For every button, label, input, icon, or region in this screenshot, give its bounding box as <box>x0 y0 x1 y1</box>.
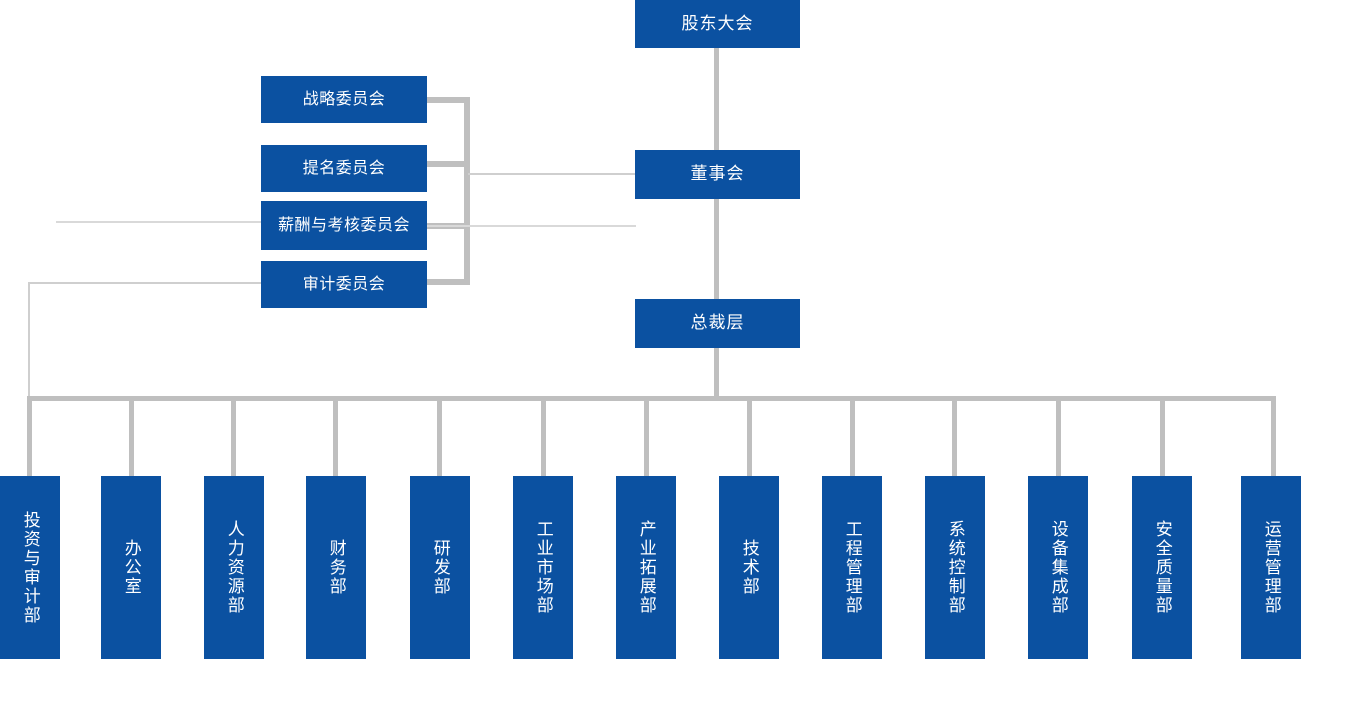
node-department-operations-management[interactable]: 运营管理部 <box>1241 476 1301 659</box>
node-committee-strategy[interactable]: 战略委员会 <box>261 76 427 123</box>
node-department-industrial-market[interactable]: 工业市场部 <box>513 476 573 659</box>
node-department-industry-expansion-label: 产业拓展部 <box>636 520 656 615</box>
connector-committee-stub-1 <box>427 97 468 103</box>
node-department-technology[interactable]: 技术部 <box>719 476 779 659</box>
connector-department-stem-2 <box>129 396 134 478</box>
node-committee-nomination-label: 提名委员会 <box>302 159 386 177</box>
node-department-investment-audit[interactable]: 投资与审计部 <box>0 476 60 659</box>
node-department-equipment-integration[interactable]: 设备集成部 <box>1028 476 1088 659</box>
connector-audit-committee-left <box>28 282 261 284</box>
node-shareholders-meeting-label: 股东大会 <box>681 13 754 33</box>
node-department-finance[interactable]: 财务部 <box>306 476 366 659</box>
connector-department-stem-13 <box>1271 396 1276 478</box>
connector-department-stem-8 <box>747 396 752 478</box>
node-department-system-control-label: 系统控制部 <box>945 520 965 615</box>
connector-department-stem-11 <box>1056 396 1061 478</box>
node-department-office-label: 办公室 <box>121 539 141 596</box>
node-committee-audit-label: 审计委员会 <box>302 275 386 293</box>
node-department-research-development-label: 研发部 <box>430 539 450 596</box>
connector-department-stem-1 <box>27 396 32 478</box>
connector-compensation-committee-left <box>56 221 261 223</box>
node-department-system-control[interactable]: 系统控制部 <box>925 476 985 659</box>
node-president-level[interactable]: 总裁层 <box>635 299 800 348</box>
node-department-industrial-market-label: 工业市场部 <box>533 520 553 615</box>
node-department-operations-management-label: 运营管理部 <box>1261 520 1281 615</box>
connector-board-to-president <box>714 199 719 299</box>
node-shareholders-meeting[interactable]: 股东大会 <box>635 0 800 48</box>
node-department-equipment-integration-label: 设备集成部 <box>1048 520 1068 615</box>
node-department-finance-label: 财务部 <box>326 539 346 596</box>
node-department-human-resources[interactable]: 人力资源部 <box>204 476 264 659</box>
node-department-industry-expansion[interactable]: 产业拓展部 <box>616 476 676 659</box>
node-department-engineering-management-label: 工程管理部 <box>842 520 862 615</box>
connector-department-stem-10 <box>952 396 957 478</box>
connector-department-stem-7 <box>644 396 649 478</box>
connector-shareholders-to-board <box>714 48 719 150</box>
node-department-engineering-management[interactable]: 工程管理部 <box>822 476 882 659</box>
connector-department-bus <box>28 396 1276 401</box>
node-committee-compensation[interactable]: 薪酬与考核委员会 <box>261 201 427 250</box>
node-department-human-resources-label: 人力资源部 <box>224 520 244 615</box>
connector-trunk-to-board <box>468 173 636 175</box>
node-committee-audit[interactable]: 审计委员会 <box>261 261 427 308</box>
node-committee-strategy-label: 战略委员会 <box>302 90 386 108</box>
node-department-technology-label: 技术部 <box>739 539 759 596</box>
connector-department-stem-3 <box>231 396 236 478</box>
connector-compensation-committee-right <box>427 225 636 227</box>
connector-committee-stub-2 <box>427 161 468 167</box>
node-president-level-label: 总裁层 <box>690 313 745 333</box>
node-department-investment-audit-label: 投资与审计部 <box>20 510 40 625</box>
connector-audit-committee-down <box>28 282 30 400</box>
node-committee-nomination[interactable]: 提名委员会 <box>261 145 427 192</box>
node-board-of-directors-label: 董事会 <box>690 164 745 184</box>
node-department-safety-quality[interactable]: 安全质量部 <box>1132 476 1192 659</box>
connector-department-stem-5 <box>437 396 442 478</box>
connector-department-stem-12 <box>1160 396 1165 478</box>
node-department-research-development[interactable]: 研发部 <box>410 476 470 659</box>
connector-department-stem-4 <box>333 396 338 478</box>
node-board-of-directors[interactable]: 董事会 <box>635 150 800 199</box>
node-department-office[interactable]: 办公室 <box>101 476 161 659</box>
connector-department-stem-9 <box>850 396 855 478</box>
node-committee-compensation-label: 薪酬与考核委员会 <box>277 216 410 234</box>
connector-president-to-bus <box>714 348 719 400</box>
connector-committee-stub-4 <box>427 279 468 285</box>
node-department-safety-quality-label: 安全质量部 <box>1152 520 1172 615</box>
connector-committee-trunk <box>464 97 470 285</box>
connector-department-stem-6 <box>541 396 546 478</box>
